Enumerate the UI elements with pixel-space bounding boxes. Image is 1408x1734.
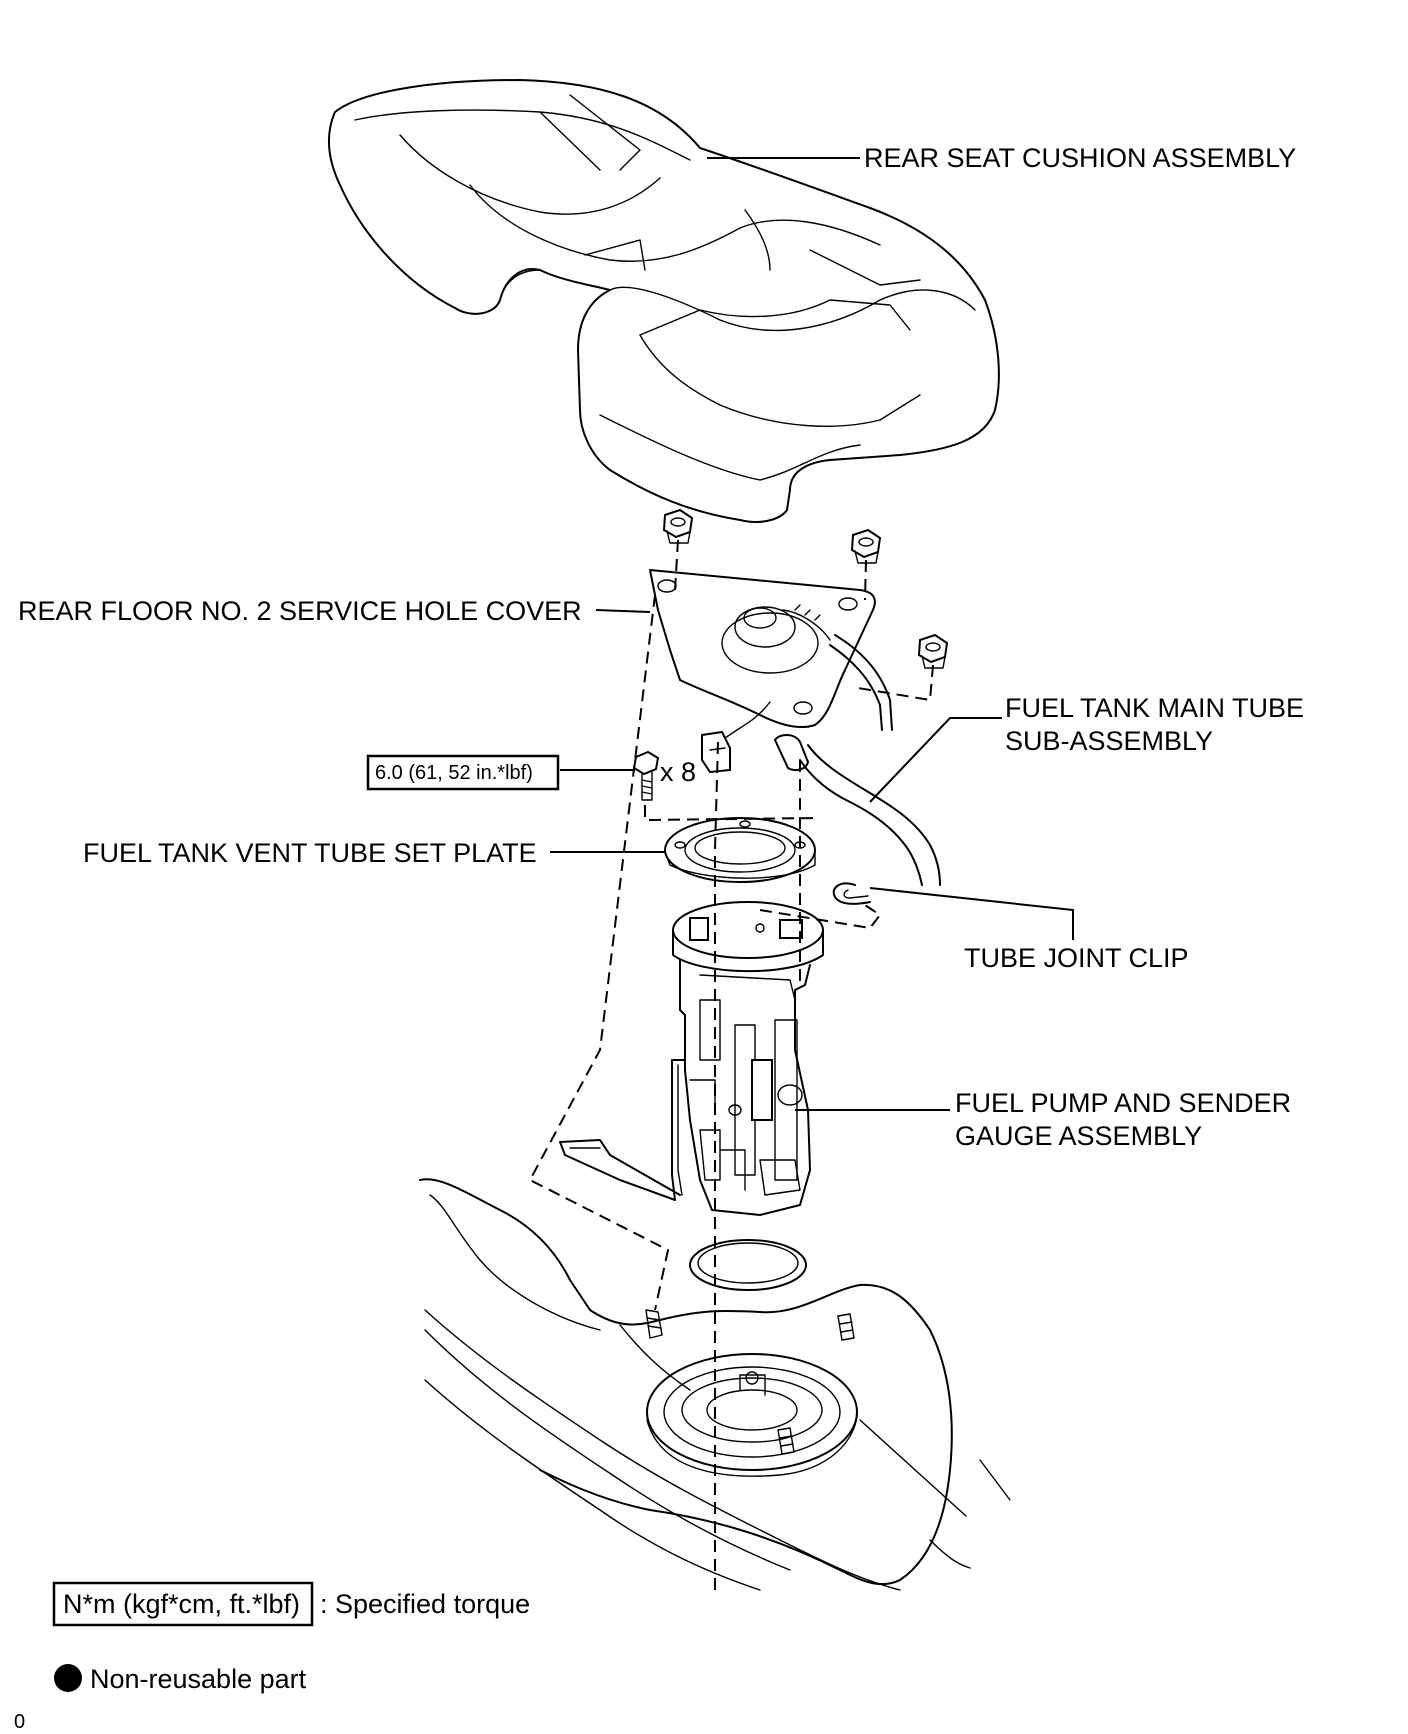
torque-box	[366, 754, 560, 791]
label-tube-joint-clip: TUBE JOINT CLIP	[964, 943, 1189, 973]
gasket-ring-drawing	[689, 1239, 807, 1291]
footer-code: 0	[14, 1711, 25, 1733]
leader-lines	[550, 157, 1074, 1111]
torque-bolt	[632, 750, 660, 801]
label-pump-line1: FUEL PUMP AND SENDER	[955, 1088, 1291, 1118]
fuel-tank-drawing	[419, 1178, 1011, 1591]
legend-torque-desc: : Specified torque	[320, 1589, 530, 1619]
stud-3	[777, 1427, 795, 1455]
stud-2	[837, 1313, 855, 1341]
torque-value: 6.0 (61, 52 in.*lbf)	[375, 762, 533, 784]
vent-tube-set-plate-drawing	[664, 817, 816, 883]
rear-seat-cushion-drawing	[328, 79, 1000, 523]
main-tube-drawing	[773, 734, 941, 886]
label-main-tube-line1: FUEL TANK MAIN TUBE	[1005, 693, 1304, 723]
legend-torque-box	[52, 1581, 314, 1627]
fuel-pump-sender-drawing	[559, 901, 824, 1216]
legend-nonreusable-desc: Non-reusable part	[90, 1664, 307, 1694]
label-pump-line2: GAUGE ASSEMBLY	[955, 1121, 1202, 1151]
legend-torque-units: N*m (kgf*cm, ft.*lbf)	[63, 1589, 300, 1619]
service-hole-cover-drawing	[649, 569, 893, 741]
torque-quantity: x 8	[660, 757, 696, 787]
nut-1	[662, 508, 694, 544]
nonreusable-dot-icon	[54, 1664, 82, 1692]
torque-callout: 6.0 (61, 52 in.*lbf) x 8	[366, 754, 696, 791]
label-service-hole-cover: REAR FLOOR NO. 2 SERVICE HOLE COVER	[18, 596, 582, 626]
nut-2	[850, 528, 882, 564]
stud-1	[645, 1309, 663, 1339]
nut-3	[917, 633, 949, 669]
label-main-tube-line2: SUB-ASSEMBLY	[1005, 726, 1213, 756]
tank-studs	[645, 1309, 855, 1455]
cover-nuts	[662, 508, 949, 669]
legend: N*m (kgf*cm, ft.*lbf) : Specified torque…	[52, 1581, 530, 1694]
connector-plug	[701, 730, 731, 774]
tube-joint-clip-drawing	[832, 882, 871, 905]
alignment-lines	[528, 539, 934, 1590]
label-vent-tube-plate: FUEL TANK VENT TUBE SET PLATE	[83, 838, 537, 868]
label-rear-seat-cushion: REAR SEAT CUSHION ASSEMBLY	[864, 143, 1296, 173]
